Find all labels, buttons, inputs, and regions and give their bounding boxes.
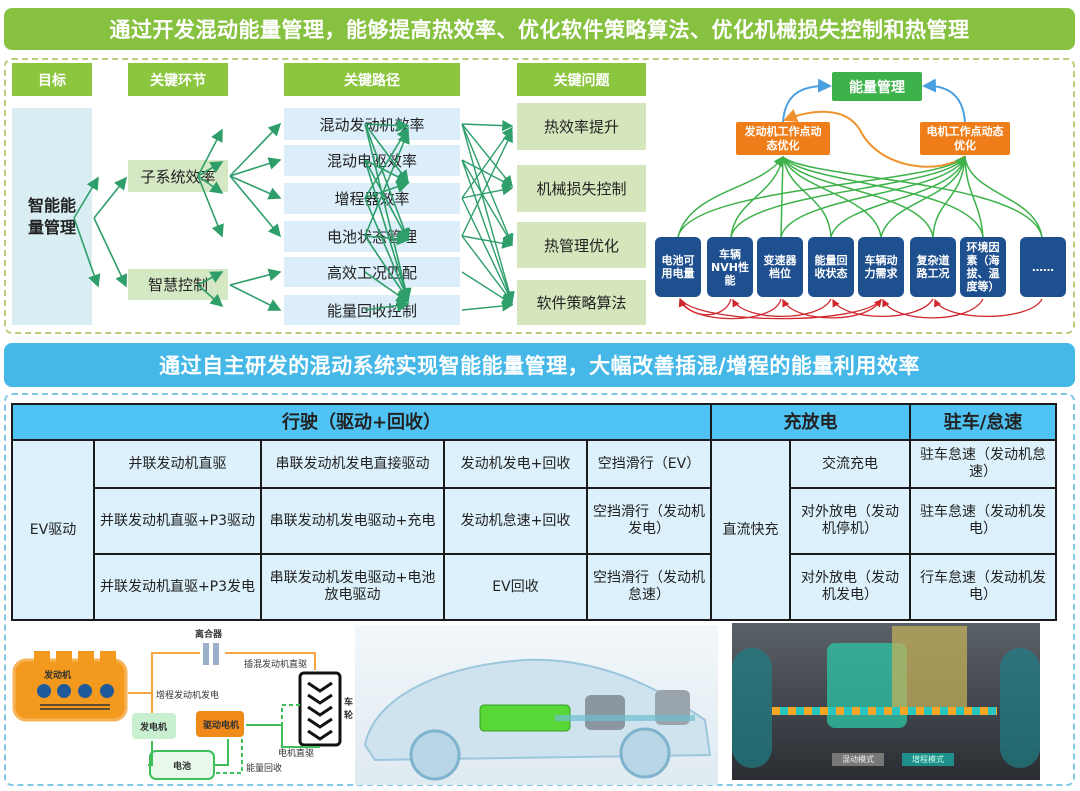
header-charging: 充放电 [710, 403, 912, 441]
issue-item: 软件策略算法 [517, 280, 646, 325]
battery-label: 电池 [173, 762, 192, 772]
path-item: 能量回收控制 [284, 295, 460, 325]
drive-motor-label: 驱动电机 [203, 721, 240, 731]
header-key-issue: 关键问题 [517, 63, 646, 96]
factor-box: …… [1020, 237, 1066, 297]
header-key-path: 关键路径 [284, 63, 460, 96]
table-cell: 对外放电（发动机停机） [789, 487, 912, 555]
table-cell: 对外放电（发动机发电） [789, 553, 912, 621]
table-cell: 并联发动机直驱+P3驱动 [93, 487, 262, 555]
phev-direct-label: 插混发动机直驱 [244, 660, 308, 670]
chassis-image: 混动模式 增程模式 [732, 623, 1040, 780]
powertrain-schematic: 离合器 插混发动机直驱 增程发动机发电 发动机 发电机 驱动电机 电池 能量回收… [10, 625, 355, 785]
issue-item: 热效率提升 [517, 103, 646, 150]
table-cell: 串联发动机发电驱动+充电 [260, 487, 445, 555]
header-driving: 行驶（驱动+回收） [10, 403, 713, 441]
operating-modes-table: 行驶（驱动+回收） 充放电 驻车/怠速 EV驱动 并联发动机直驱 串联发动机发电… [10, 403, 1058, 621]
regen-label: 能量回收 [246, 764, 283, 774]
factor-box: 复杂道路工况 [910, 237, 956, 297]
path-item: 混动电驱效率 [284, 145, 460, 176]
table-cell: 驻车怠速（发动机发电） [909, 487, 1058, 555]
table-cell: 发动机发电+回收 [443, 439, 588, 489]
path-item: 增程器效率 [284, 183, 460, 214]
clutch-label: 离合器 [195, 630, 223, 640]
range-extender-mode-label: 增程模式 [902, 753, 954, 766]
link-smart-control: 智慧控制 [128, 269, 228, 300]
erev-gen-label: 增程发动机发电 [156, 691, 220, 701]
factor-box: 环境因素（海拔、温度等） [960, 237, 1006, 297]
table-cell: EV回收 [443, 553, 588, 621]
header-parking: 驻车/怠速 [909, 403, 1058, 441]
top-banner: 通过开发混动能量管理，能够提高热效率、优化软件策略算法、优化机械损失控制和热管理 [4, 8, 1075, 50]
goal-box: 智能能量管理 [12, 108, 92, 325]
dc-fast-charge-cell: 直流快充 [710, 439, 792, 621]
table-cell: 行车怠速（发动机发电） [909, 553, 1058, 621]
middle-banner: 通过自主研发的混动系统实现智能能量管理，大幅改善插混/增程的能量利用效率 [4, 343, 1075, 387]
issue-item: 热管理优化 [517, 222, 646, 268]
factor-box: 电池可用电量 [655, 237, 701, 297]
engine-point-optimization-box: 发动机工作点动态优化 [736, 122, 830, 155]
path-item: 混动发动机效率 [284, 108, 460, 140]
table-cell: 串联发动机发电直接驱动 [260, 439, 445, 489]
factor-box: 能量回收状态 [808, 237, 854, 297]
table-cell: 空挡滑行（发动机怠速） [585, 553, 713, 621]
table-cell: 空挡滑行（发动机发电） [585, 487, 713, 555]
hybrid-mode-label: 混动模式 [832, 753, 884, 766]
motor-direct-label: 电机直驱 [278, 749, 315, 759]
issue-item: 机械损失控制 [517, 165, 646, 212]
table-cell: 串联发动机发电驱动+电池放电驱动 [260, 553, 445, 621]
factor-box: 变速器档位 [757, 237, 803, 297]
engine-label: 发动机 [44, 671, 72, 681]
strategy-section-border [4, 58, 1075, 334]
path-item: 电池状态管理 [284, 221, 460, 252]
table-cell: 并联发动机直驱+P3发电 [93, 553, 262, 621]
car-illustration [355, 625, 718, 785]
table-cell: 并联发动机直驱 [93, 439, 262, 489]
path-item: 高效工况匹配 [284, 257, 460, 287]
header-goal: 目标 [12, 63, 92, 96]
factor-box: 车辆动力需求 [858, 237, 904, 297]
wheel-label: 车轮 [344, 698, 354, 721]
header-key-link: 关键环节 [128, 63, 228, 96]
modes-section-border [4, 393, 1075, 786]
motor-point-optimization-box: 电机工作点动态优化 [920, 122, 1010, 155]
energy-management-box: 能量管理 [832, 72, 922, 101]
table-cell: 驻车怠速（发动机怠速） [909, 439, 1058, 489]
table-cell: 空挡滑行（EV） [585, 439, 713, 489]
table-cell: 交流充电 [789, 439, 912, 489]
factor-box: 车辆NVH性能 [707, 237, 753, 297]
table-cell: 发动机怠速+回收 [443, 487, 588, 555]
ev-drive-cell: EV驱动 [11, 439, 95, 621]
generator-label: 发电机 [140, 723, 168, 733]
link-subsystem-efficiency: 子系统效率 [128, 160, 228, 192]
